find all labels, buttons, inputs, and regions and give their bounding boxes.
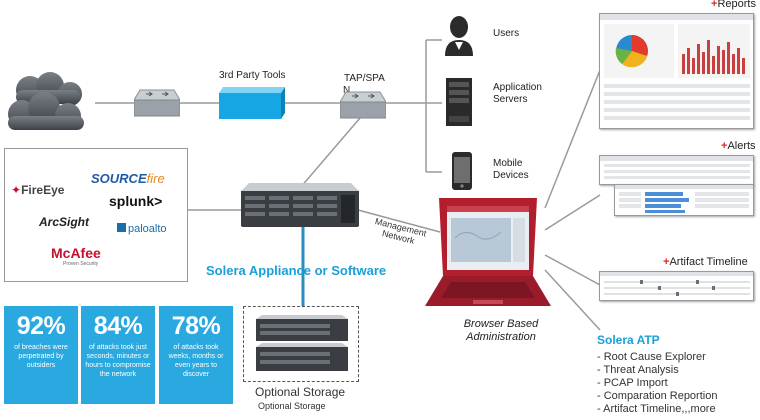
atp-feature-item: - PCAP Import bbox=[597, 377, 668, 389]
third-party-tools-icon bbox=[219, 87, 285, 119]
alerts-preview bbox=[615, 185, 753, 213]
solera-atp-title: Solera ATP bbox=[597, 333, 660, 347]
artifact-timeline-heading: +Artifact Timeline bbox=[663, 256, 748, 268]
arcsight-logo: ArcSight bbox=[39, 215, 90, 229]
sourcefire-logo: SOURCEfire bbox=[91, 171, 165, 186]
stat-card: 92% of breaches were perpetrated by outs… bbox=[4, 306, 78, 404]
server-tower-icon bbox=[446, 78, 472, 126]
reports-screenshot bbox=[599, 13, 754, 129]
stat-card: 84% of attacks took just seconds, minute… bbox=[81, 306, 155, 404]
browser-admin-label: Browser Based Administration bbox=[463, 318, 539, 343]
alerts-screenshot bbox=[614, 184, 754, 216]
user-icon bbox=[445, 16, 473, 56]
stat-card: 78% of attacks took weeks, months or eve… bbox=[159, 306, 233, 404]
users-label: Users bbox=[493, 28, 520, 39]
alerts-preview-back bbox=[600, 156, 753, 179]
stat-description: of attacks took weeks, months or even ye… bbox=[168, 344, 224, 378]
paloalto-logo: paloalto bbox=[117, 223, 167, 235]
solera-atp-feature-list: - Root Cause Explorer - Threat Analysis … bbox=[597, 351, 717, 416]
mobile-devices-label: Mobile Devices bbox=[493, 158, 529, 181]
third-party-tools-label: 3rd Party Tools bbox=[219, 70, 286, 81]
artifact-timeline-screenshot bbox=[599, 271, 754, 301]
application-servers-label: Application Servers bbox=[493, 82, 542, 105]
tap-span-label-n: N bbox=[343, 85, 351, 96]
storage-array-icon bbox=[256, 315, 348, 371]
appliance-server-icon bbox=[241, 183, 359, 227]
stat-value: 92% bbox=[16, 312, 66, 340]
artifact-timeline-preview bbox=[600, 272, 753, 296]
optional-storage-label: Optional Storage bbox=[255, 385, 346, 399]
atp-feature-item: - Root Cause Explorer bbox=[597, 351, 706, 363]
alerts-heading: +Alerts bbox=[721, 140, 756, 152]
reports-heading: +Reports bbox=[711, 0, 756, 10]
mobile-phone-icon bbox=[452, 152, 472, 190]
stat-description: of breaches were perpetrated by outsider… bbox=[14, 344, 68, 369]
stat-value: 84% bbox=[93, 312, 143, 340]
atp-feature-item: - Comparation Reportion bbox=[597, 390, 718, 402]
splunk-logo: splunk> bbox=[109, 193, 163, 209]
cloud-icon bbox=[8, 72, 84, 130]
partner-logos-panel: ✦FireEye SOURCEfire splunk> ArcSight pal… bbox=[4, 148, 188, 282]
appliance-label: Solera Appliance or Software bbox=[206, 263, 387, 278]
laptop-icon bbox=[425, 198, 551, 306]
optional-storage-box bbox=[243, 306, 359, 382]
stat-value: 78% bbox=[171, 312, 221, 340]
reports-preview bbox=[600, 14, 753, 120]
network-switch-icon bbox=[134, 89, 180, 117]
fireeye-logo: ✦FireEye bbox=[11, 183, 65, 197]
mcafee-tagline: Proven Security bbox=[63, 261, 99, 267]
atp-feature-item: - Artifact Timeline,,,more bbox=[597, 403, 716, 415]
tap-switch-icon bbox=[340, 91, 386, 119]
mcafee-logo: McAfee bbox=[51, 245, 101, 261]
stat-description: of attacks took just seconds, minutes or… bbox=[85, 344, 151, 378]
optional-storage-sublabel: Optional Storage bbox=[258, 401, 326, 411]
atp-feature-item: - Threat Analysis bbox=[597, 364, 679, 376]
alerts-screenshot-back bbox=[599, 155, 754, 185]
tap-span-label: TAP/SPA bbox=[344, 73, 385, 84]
